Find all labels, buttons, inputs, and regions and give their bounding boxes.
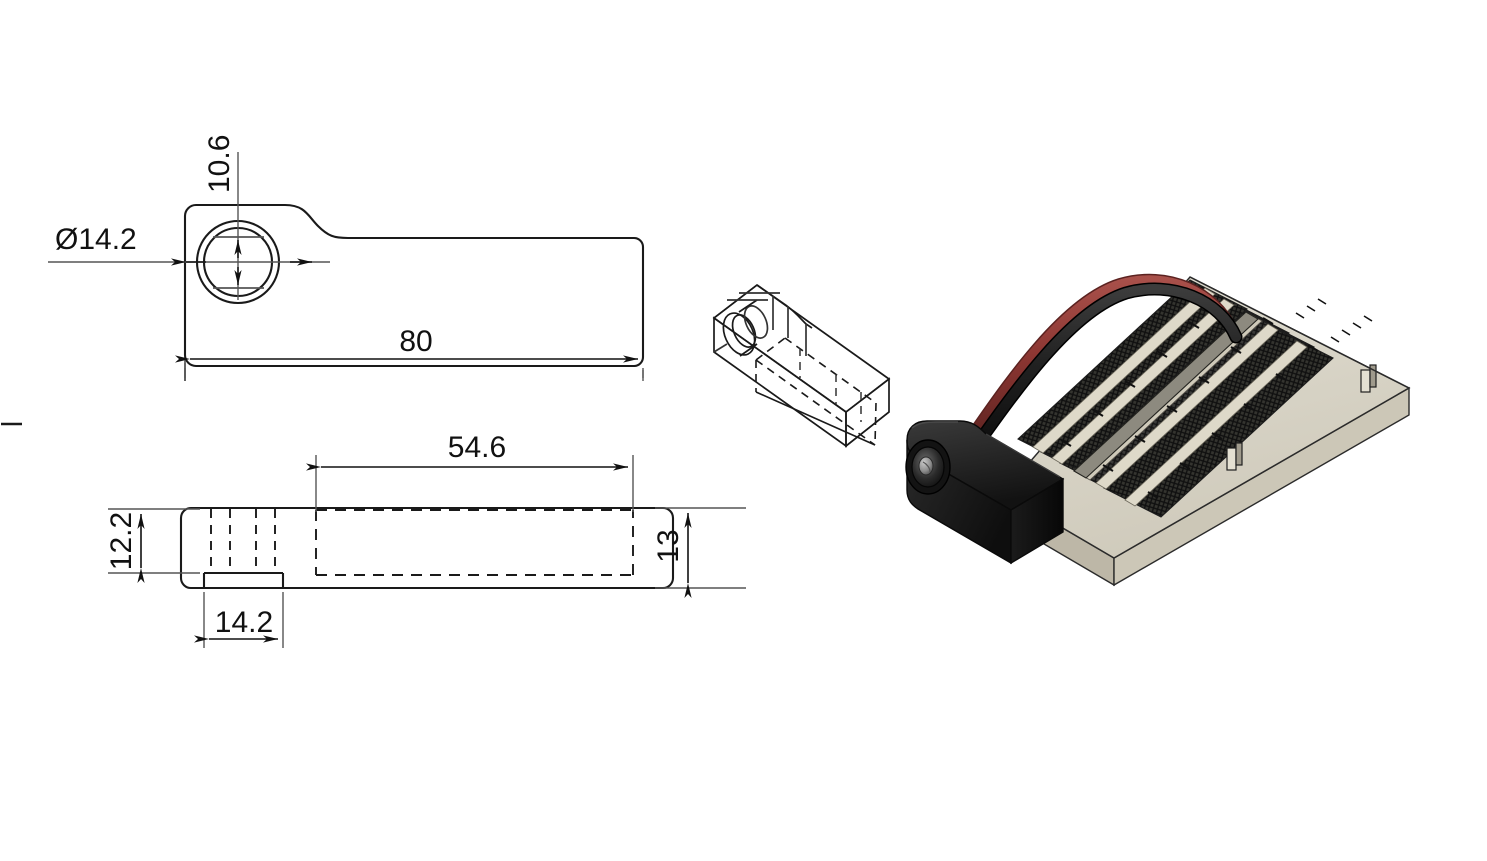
dim-54-6-group: 54.6 — [306, 431, 634, 512]
dim-13-label: 13 — [652, 529, 685, 562]
wf-bore-inner-ellipse — [731, 314, 757, 348]
jack-pin-highlight — [922, 461, 931, 473]
bb-center-channel — [1073, 311, 1259, 479]
black-wire — [964, 284, 1241, 461]
isometric-wireframe-view — [712, 283, 891, 448]
wf-bottom-right-edge — [845, 411, 890, 447]
hidden-lines-barrel — [210, 509, 276, 572]
wire-harness — [957, 273, 1243, 463]
dim-13-group: 13 — [652, 507, 746, 598]
bb-far-edge — [1189, 276, 1410, 389]
wf-top-step — [756, 284, 813, 329]
dim-14-2-bottom-group: 14.2 — [194, 592, 284, 648]
barrel-protrusion-outline — [202, 571, 285, 588]
dim-80-label: 80 — [399, 325, 432, 358]
side-view: 54.6 12.2 13 14.2 — [105, 431, 746, 648]
jack-shoulder-edge — [985, 433, 1061, 478]
top-view: 10.6 Ø14.2 80 — [48, 135, 645, 381]
dim-12-2-group: 12.2 — [105, 508, 200, 583]
wf-nose-top-edge — [713, 284, 758, 319]
dim-14-2b-label: 14.2 — [215, 606, 273, 639]
wf-hidden-ribs — [799, 348, 862, 422]
bb-side-notches — [1226, 364, 1377, 471]
top-view-outline — [183, 203, 645, 368]
dim-14-2-label: Ø14.2 — [55, 223, 137, 256]
wf-bottom-ledge — [713, 343, 728, 353]
dim-10-6-label: 10.6 — [203, 135, 236, 193]
jack-center-pin — [918, 456, 934, 476]
dim-54-6-label: 54.6 — [448, 431, 506, 464]
isometric-assembly-view — [905, 273, 1411, 587]
bb-row-ticks — [1060, 317, 1319, 499]
hidden-lines-cavity — [315, 509, 634, 576]
bb-end-marks — [1295, 298, 1373, 343]
wf-bore-back-ellipse — [743, 305, 769, 339]
jack-right-face — [1010, 477, 1064, 565]
wf-bore-outer-ellipse — [722, 312, 756, 356]
jack-top-highlight — [911, 421, 958, 429]
dim-12-2-label: 12.2 — [105, 512, 138, 570]
wf-bore-tangents — [738, 299, 758, 357]
barrel-jack-module — [905, 420, 1065, 565]
dim-80-group: 80 — [175, 325, 644, 378]
breadboard — [1001, 276, 1411, 587]
